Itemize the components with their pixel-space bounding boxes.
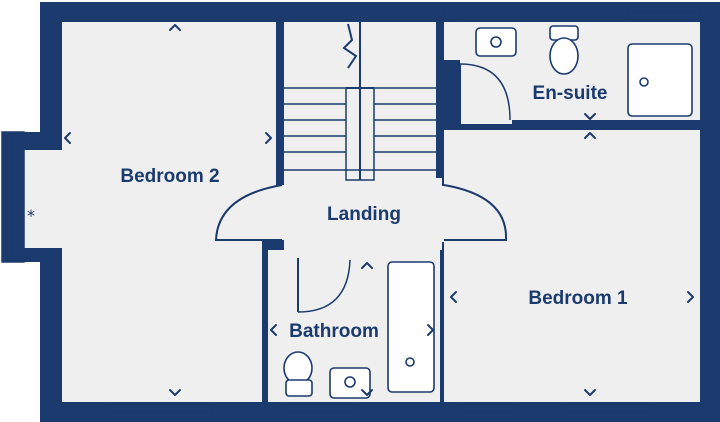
en-suite-label: En-suite <box>533 83 608 104</box>
staircase <box>284 22 436 181</box>
bathroom-fixtures <box>283 261 435 399</box>
en-suite-fixtures <box>475 25 693 117</box>
landing-floor <box>284 178 442 262</box>
bay-window <box>1 131 25 263</box>
bathroom-label: Bathroom <box>289 321 379 342</box>
bay-marker-symbol: * <box>27 206 35 225</box>
bedroom-1-label: Bedroom 1 <box>528 288 628 309</box>
bedroom-2-floor <box>24 22 285 402</box>
bedroom-2-label: Bedroom 2 <box>120 166 219 187</box>
bedroom-1-floor <box>440 130 700 402</box>
landing-label: Landing <box>327 204 401 225</box>
landing-openings <box>214 184 508 241</box>
top-windows <box>443 3 701 21</box>
bottom-windows <box>105 403 655 421</box>
door-swings <box>297 63 511 313</box>
dimension-markers <box>64 14 694 396</box>
